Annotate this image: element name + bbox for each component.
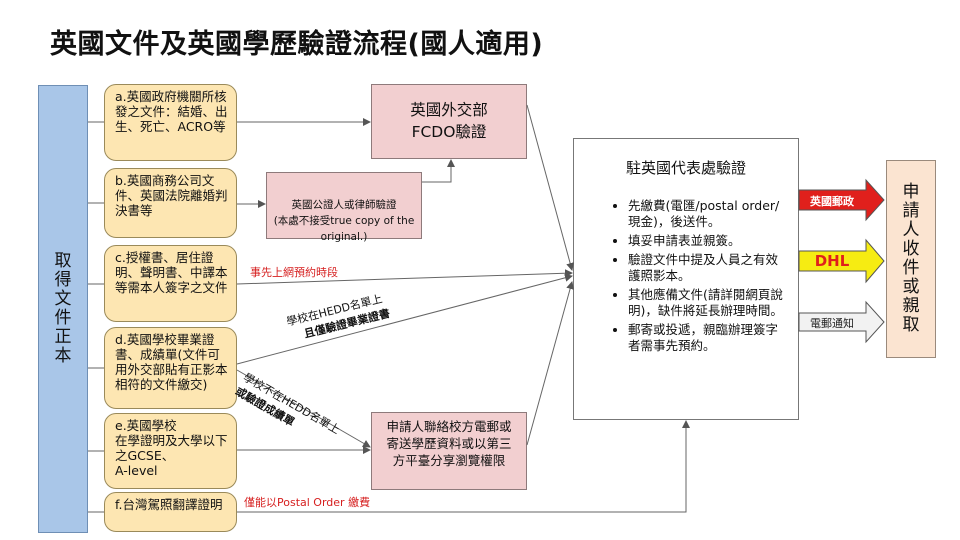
delivery-email-label: 電郵通知	[810, 317, 854, 330]
rep-office-steps: 先繳費(電匯/postal order/現金)，後送件。 填妥申請表並親簽。 驗…	[574, 198, 798, 354]
obtain-original-char: 本	[54, 346, 72, 366]
delivery-arrow	[798, 238, 885, 284]
step-item: 先繳費(電匯/postal order/現金)，後送件。	[628, 198, 786, 230]
page-title: 英國文件及英國學歷驗證流程(國人適用)	[50, 29, 544, 60]
delivery-arrow	[798, 300, 885, 344]
pickup-box: 申請人收件或親取	[886, 160, 936, 358]
pickup-char: 親	[902, 296, 920, 316]
source-box-f: f.台灣駕照翻譯證明	[104, 492, 237, 532]
pickup-char: 申	[902, 182, 920, 202]
step-item: 驗證文件中提及人員之有效護照影本。	[628, 252, 786, 284]
applicant-contact-text: 申請人聯絡校方電郵或寄送學歷資料或以第三方平臺分享瀏覽權限	[386, 419, 512, 468]
step-item: 其他應備文件(請詳閱網頁說明)，缺件將延長辦理時間。	[628, 287, 786, 319]
delivery-arrow	[798, 178, 885, 222]
pickup-char: 取	[902, 315, 920, 335]
source-f-text: f.台灣駕照翻譯證明	[115, 497, 223, 512]
notary-box: 英國公證人或律師驗證 (本處不接受true copy of the origin…	[266, 172, 422, 243]
rep-office-box: 駐英國代表處驗證 先繳費(電匯/postal order/現金)，後送件。 填妥…	[573, 138, 799, 420]
obtain-original-char: 得	[54, 270, 72, 290]
pickup-char: 人	[902, 220, 920, 240]
pickup-char: 或	[902, 277, 920, 297]
fcdo-line1: 英國外交部	[410, 101, 488, 119]
note-postal-order-only: 僅能以Postal Order 繳費	[244, 496, 371, 509]
source-e-text: e.英國學校 在學證明及大學以下之GCSE、 A-level	[115, 418, 228, 478]
source-box-d: d.英國學校畢業證書、成績單(文件可用外交部貼有正影本相符的文件繳交)	[104, 327, 237, 409]
source-a-text: a.英國政府機關所核發之文件：結婚、出生、死亡、ACRO等	[115, 89, 228, 134]
pickup-char: 收	[902, 239, 920, 259]
source-box-e: e.英國學校 在學證明及大學以下之GCSE、 A-level	[104, 413, 237, 489]
applicant-contact-box: 申請人聯絡校方電郵或寄送學歷資料或以第三方平臺分享瀏覽權限	[371, 412, 527, 490]
pickup-char: 件	[902, 258, 920, 278]
obtain-original-char: 正	[54, 327, 72, 347]
obtain-original-char: 件	[54, 308, 72, 328]
obtain-original-bar: 取得文件正本	[38, 85, 88, 533]
source-box-a: a.英國政府機關所核發之文件：結婚、出生、死亡、ACRO等	[104, 84, 237, 161]
source-box-c: c.授權書、居住證明、聲明書、中譯本等需本人簽字之文件	[104, 245, 237, 322]
note-book-appointment: 事先上網預約時段	[250, 266, 338, 279]
pickup-char: 請	[902, 201, 920, 221]
source-box-b: b.英國商務公司文件、英國法院離婚判決書等	[104, 168, 237, 238]
source-b-text: b.英國商務公司文件、英國法院離婚判決書等	[115, 173, 228, 218]
step-item: 填妥申請表並親簽。	[628, 233, 786, 249]
delivery-dhl-label: DHL	[814, 252, 850, 270]
delivery-royal-mail-label: 英國郵政	[810, 195, 854, 208]
obtain-original-char: 取	[54, 251, 72, 271]
fcdo-box: 英國外交部 FCDO驗證	[371, 84, 527, 159]
source-d-text: d.英國學校畢業證書、成績單(文件可用外交部貼有正影本相符的文件繳交)	[115, 332, 228, 392]
fcdo-line2: FCDO驗證	[411, 123, 487, 141]
rep-office-title: 駐英國代表處驗證	[625, 159, 746, 177]
source-c-text: c.授權書、居住證明、聲明書、中譯本等需本人簽字之文件	[115, 250, 228, 295]
step-item: 郵寄或投遞，親臨辦理簽字者需事先預約。	[628, 322, 786, 354]
obtain-original-char: 文	[54, 289, 72, 309]
notary-text: 英國公證人或律師驗證 (本處不接受true copy of the origin…	[273, 199, 415, 243]
